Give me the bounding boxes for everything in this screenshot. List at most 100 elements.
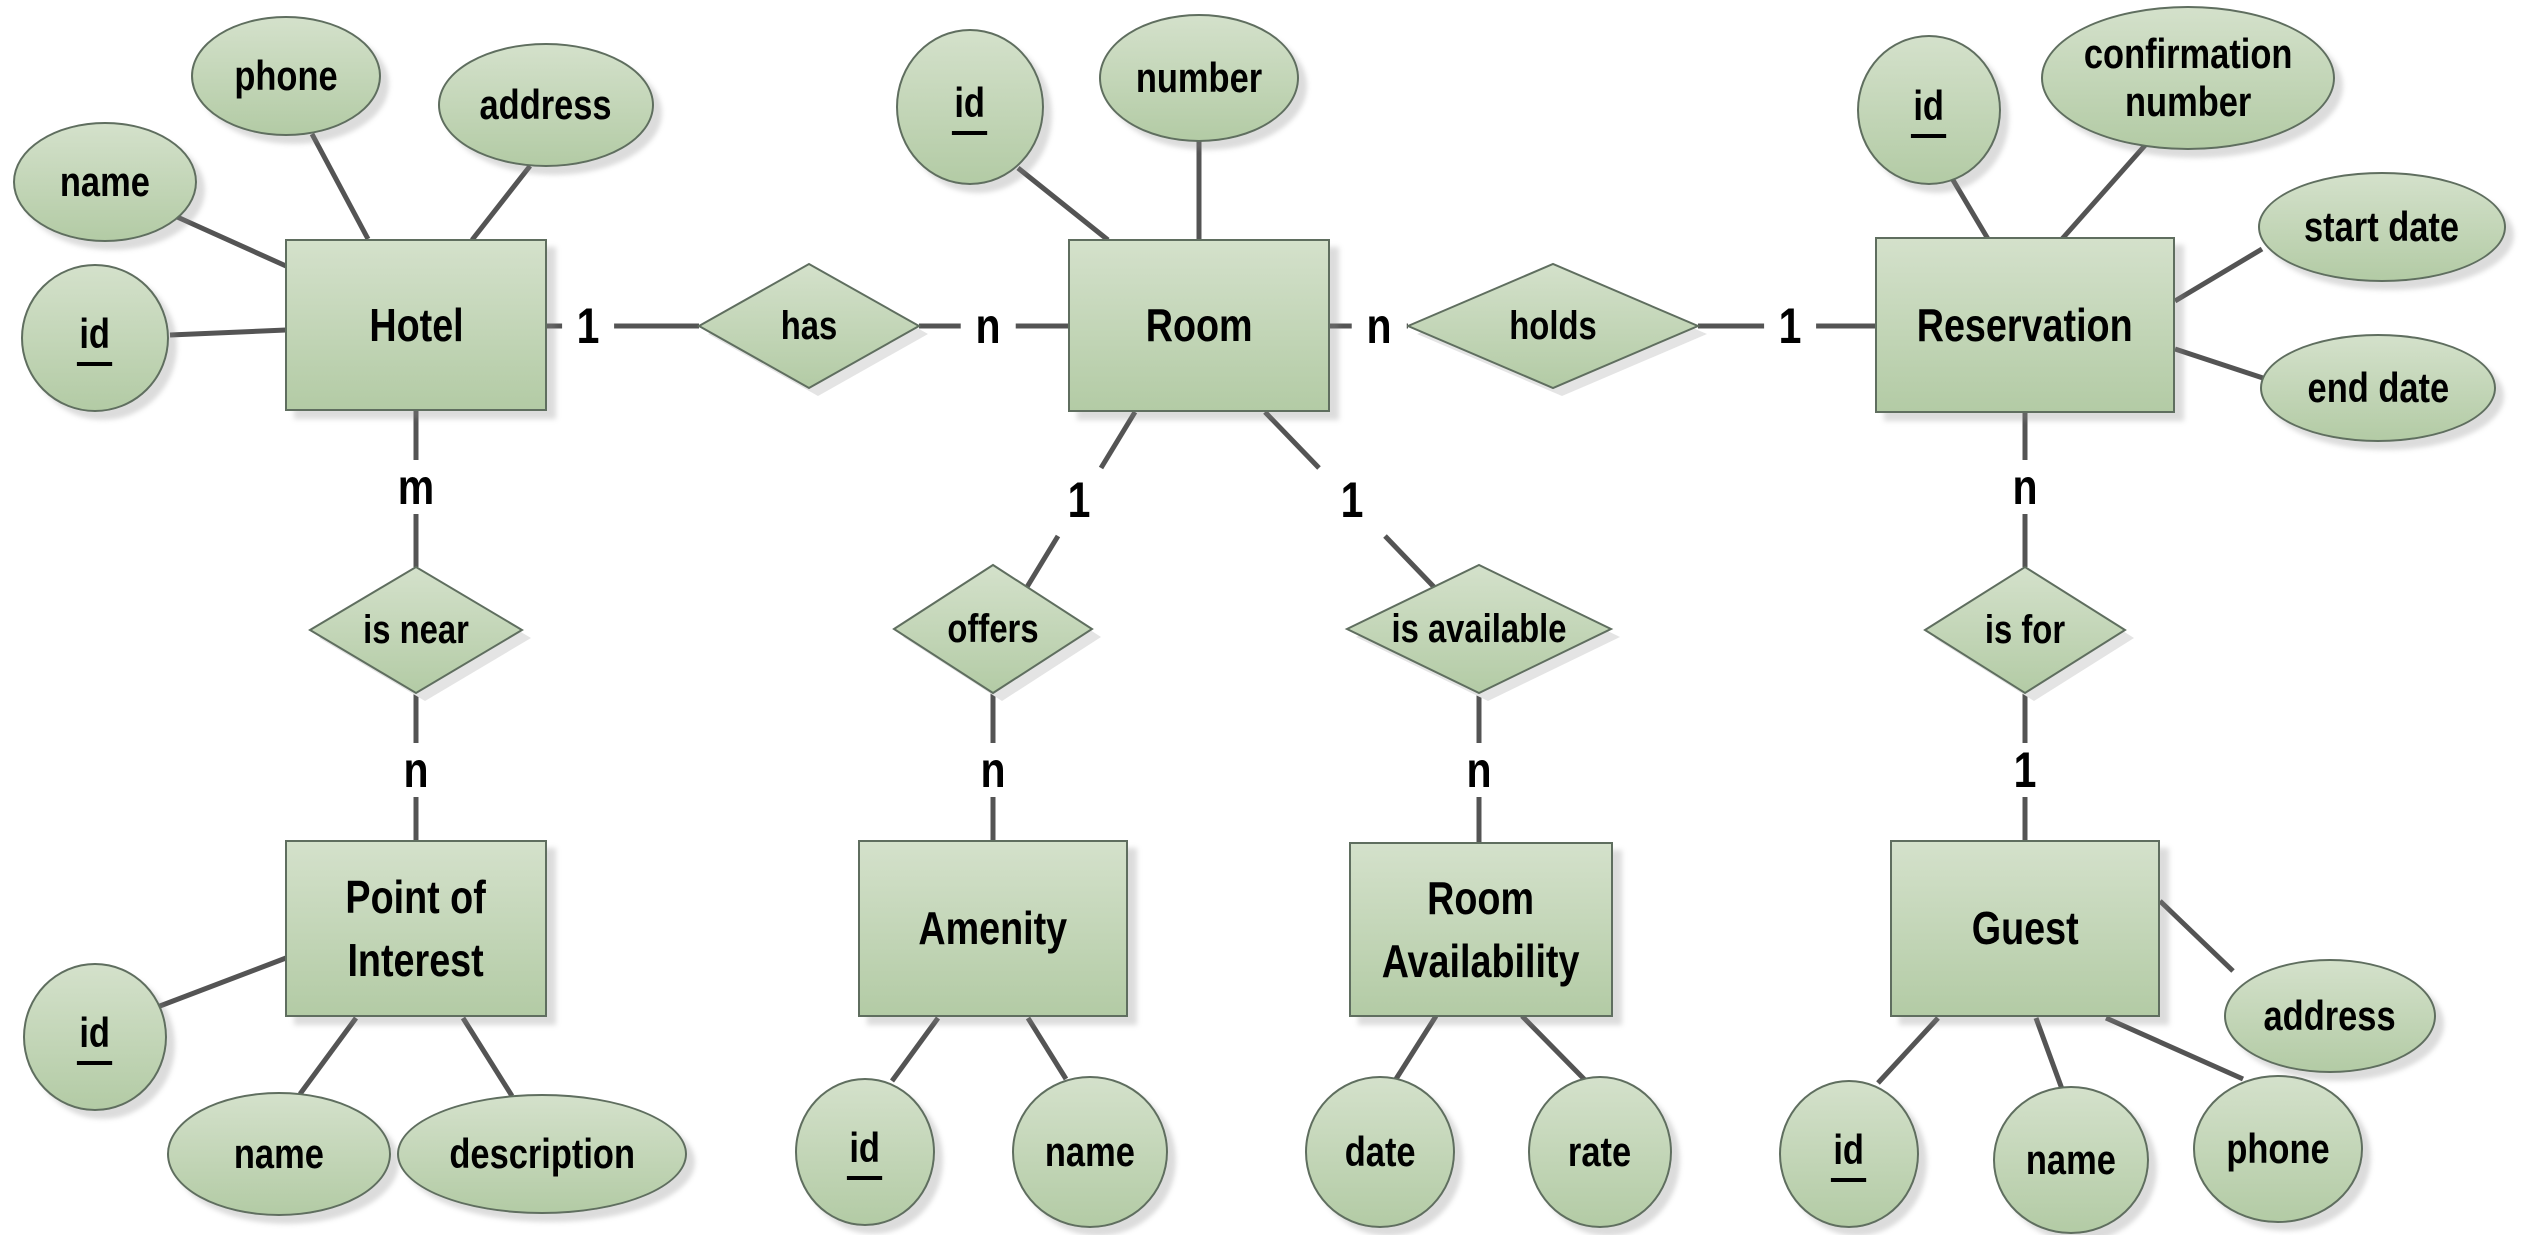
attribute-label: id <box>1831 1126 1867 1183</box>
entity-label: Room Availability <box>1382 872 1580 987</box>
cardinality-label-text: 1 <box>2013 742 2037 798</box>
attribute-guest-phone: phone <box>2193 1075 2363 1223</box>
attribute-label: phone <box>234 51 338 99</box>
relationship-label-text: is for <box>1984 608 2066 652</box>
relationship-label-has: has <box>775 304 844 348</box>
attribute-label: end date <box>2307 363 2449 411</box>
attribute-room-availability-date: date <box>1305 1076 1455 1228</box>
attribute-room-number: number <box>1099 14 1299 142</box>
attribute-label: confirmation number <box>2083 29 2293 125</box>
relationship-is-available <box>1344 563 1614 695</box>
attribute-label: description <box>449 1129 635 1177</box>
entity-amenity: Amenity <box>858 840 1128 1017</box>
cardinality-label: n <box>388 742 444 798</box>
attribute-guest-name: name <box>1993 1086 2149 1234</box>
connector-line <box>1383 534 1436 589</box>
attribute-guest-id: id <box>1779 1080 1919 1228</box>
connector-line <box>1520 1014 1587 1082</box>
relationship-label-is-for: is for <box>1976 608 2074 652</box>
connector-line <box>2104 1015 2245 1082</box>
entity-label: Room <box>1145 299 1253 352</box>
attribute-reservation-confirmation-number: confirmation number <box>2041 6 2335 150</box>
connector-line <box>2033 1017 2065 1090</box>
connector-line <box>889 1016 941 1083</box>
entity-guest: Guest <box>1890 840 2160 1017</box>
attribute-hotel-name: name <box>13 122 197 242</box>
attribute-room-availability-rate: rate <box>1528 1076 1672 1228</box>
cardinality-label-text: m <box>397 459 435 515</box>
cardinality-label-text: n <box>980 742 1006 798</box>
relationship-is-for <box>1923 565 2127 695</box>
connector-line <box>169 327 287 338</box>
connector-line <box>1263 410 1321 470</box>
connector-line <box>1950 178 1991 241</box>
entity-label: Reservation <box>1917 298 2133 351</box>
cardinality-label-text: n <box>1466 742 1492 798</box>
cardinality-label: 1 <box>1326 473 1378 527</box>
attribute-label: name <box>60 157 150 205</box>
cardinality-label-text: n <box>2012 459 2038 515</box>
attribute-label: date <box>1344 1127 1416 1175</box>
cardinality-label: n <box>965 742 1021 798</box>
attribute-hotel-address: address <box>438 43 654 167</box>
relationship-label-text: is available <box>1391 607 1567 651</box>
cardinality-label: 1 <box>1764 299 1816 353</box>
relationship-label-text: holds <box>1509 304 1597 348</box>
entity-reservation: Reservation <box>1875 237 2175 413</box>
entity-point-of-interest: Point of Interest <box>285 840 547 1017</box>
relationship-label-text: offers <box>947 607 1039 651</box>
relationship-label-offers: offers <box>937 607 1048 651</box>
connector-line <box>470 164 532 242</box>
entity-label: Guest <box>1971 902 2079 955</box>
attribute-label: id <box>952 79 988 136</box>
attribute-reservation-end-date: end date <box>2260 334 2496 442</box>
cardinality-label: 1 <box>562 299 614 353</box>
attribute-label: id <box>77 1009 113 1066</box>
connector-line <box>173 213 288 269</box>
cardinality-label: n <box>1451 742 1507 798</box>
attribute-point-of-interest-name: name <box>167 1092 391 1216</box>
attribute-reservation-start-date: start date <box>2258 172 2506 282</box>
attribute-label: name <box>234 1129 324 1177</box>
attribute-point-of-interest-id: id <box>23 963 167 1111</box>
connector-line <box>1025 1016 1069 1081</box>
relationship-label-holds: holds <box>1500 304 1607 348</box>
connector-line <box>309 132 371 241</box>
attribute-amenity-id: id <box>795 1078 935 1226</box>
connector-line <box>297 1016 359 1096</box>
cardinality-label-text: 1 <box>1340 472 1364 528</box>
relationship-label-text: is near <box>363 608 469 652</box>
attribute-label: name <box>1045 1127 1135 1175</box>
attribute-label: id <box>77 310 113 367</box>
cardinality-label: m <box>381 459 451 515</box>
entity-room-availability: Room Availability <box>1349 842 1613 1017</box>
cardinality-label: n <box>1351 299 1407 353</box>
relationship-label-text: has <box>780 304 838 348</box>
attribute-hotel-phone: phone <box>191 16 381 136</box>
cardinality-label: n <box>960 298 1016 354</box>
cardinality-label-text: n <box>403 742 429 798</box>
cardinality-label: 1 <box>1053 473 1105 527</box>
relationship-holds <box>1405 262 1701 390</box>
attribute-label: phone <box>2226 1124 2330 1172</box>
connector-line <box>2174 346 2267 382</box>
connector-line <box>1024 534 1061 589</box>
cardinality-label: 1 <box>1999 743 2051 797</box>
connector-line <box>1016 166 1110 242</box>
attribute-hotel-id: id <box>21 264 169 412</box>
entity-label: Amenity <box>918 902 1068 955</box>
attribute-guest-address: address <box>2224 959 2436 1073</box>
attribute-label: id <box>847 1124 883 1181</box>
connector-line <box>1876 1016 1940 1085</box>
cardinality-label-text: n <box>975 298 1001 354</box>
connector-line <box>460 1016 515 1098</box>
cardinality-label: n <box>1997 459 2053 515</box>
relationship-label-is-near: is near <box>352 608 481 652</box>
connector-line <box>2060 140 2150 241</box>
cardinality-label-text: 1 <box>576 298 600 354</box>
entity-hotel: Hotel <box>285 239 547 411</box>
attribute-room-id: id <box>896 29 1044 185</box>
relationship-offers <box>892 563 1094 695</box>
attribute-point-of-interest-description: description <box>397 1094 687 1214</box>
